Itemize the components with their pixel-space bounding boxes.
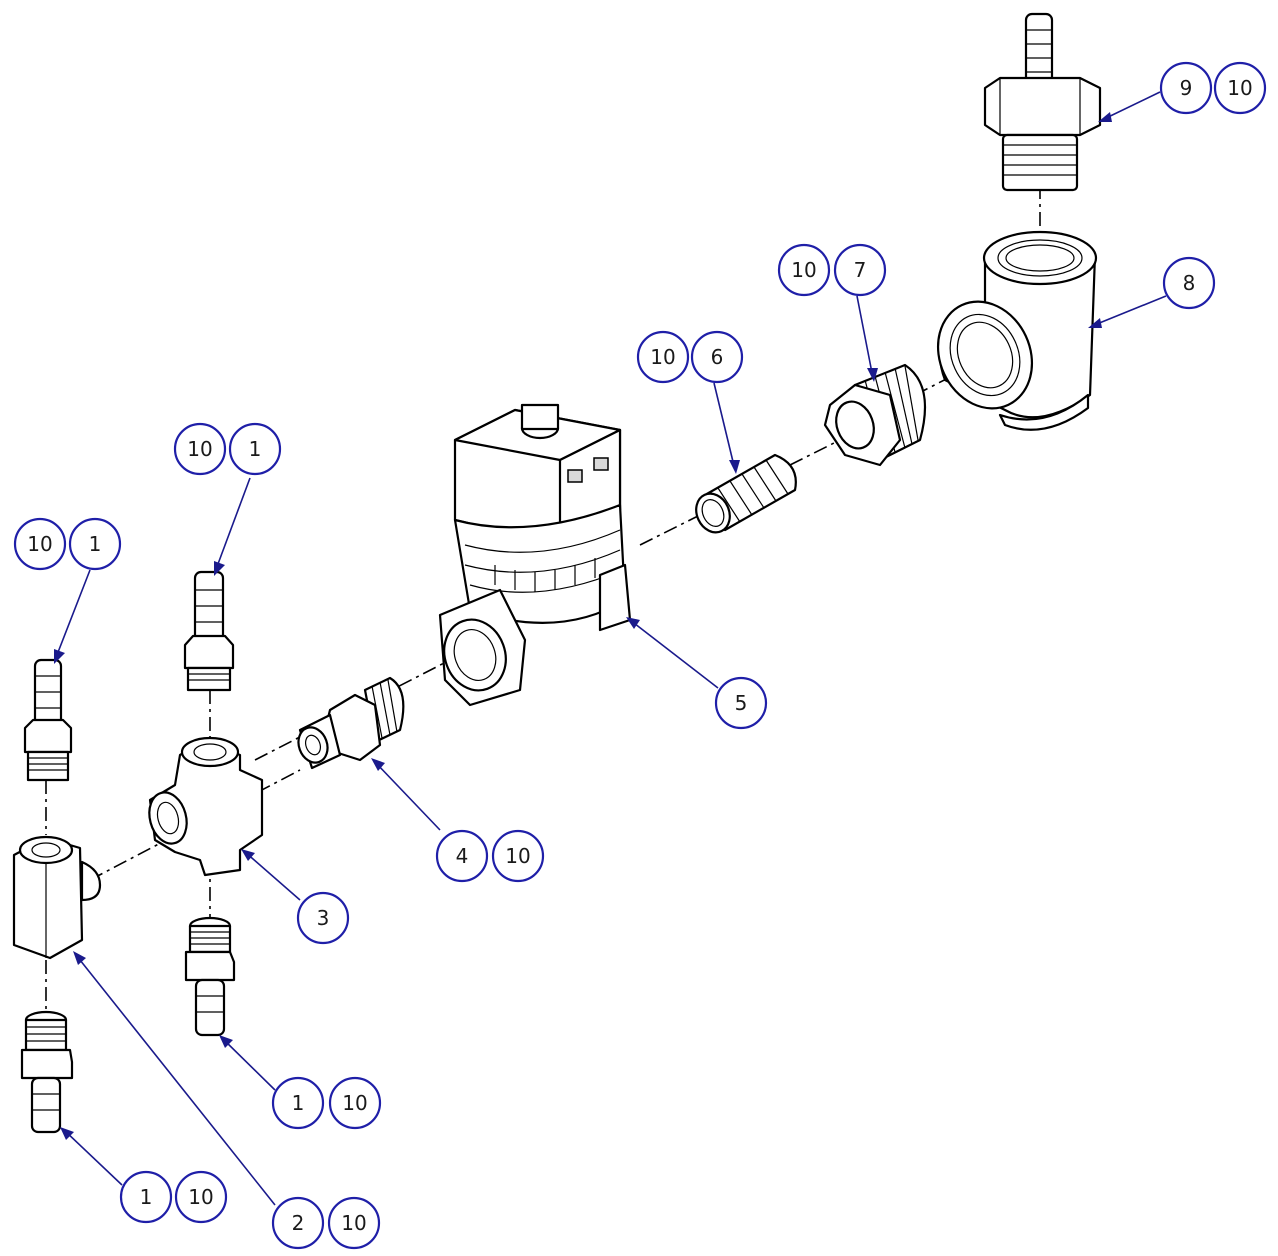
hose-barb-part-1-lower-middle	[184, 916, 236, 1037]
callout-8: 8	[1162, 256, 1216, 310]
callout-3: 3	[296, 891, 350, 945]
callout-number: 2	[292, 1211, 305, 1235]
callout-number: 8	[1183, 271, 1196, 295]
callout-1-10-lower-left: 1 10	[119, 1170, 228, 1224]
callout-10-1-upper-left: 10 1	[13, 517, 122, 571]
hose-barb-part-1-upper-middle	[183, 570, 235, 692]
callout-number: 10	[341, 1211, 366, 1235]
callout-number: 10	[342, 1091, 367, 1115]
callout-9-10: 9 10	[1159, 61, 1267, 115]
hose-barb-part-1-lower-left	[20, 1010, 74, 1134]
hose-barb-part-9	[983, 12, 1102, 192]
tee-fitting-part-8	[936, 230, 1098, 431]
callout-number: 1	[140, 1185, 153, 1209]
callout-1-10-lower-middle: 1 10	[271, 1076, 382, 1130]
callout-10-1-upper-middle: 10 1	[173, 422, 282, 476]
cross-fitting-part-3	[148, 736, 264, 877]
callout-number: 10	[505, 844, 530, 868]
callout-number: 1	[249, 437, 262, 461]
callout-number: 10	[27, 532, 52, 556]
hex-coupling-part-2	[12, 835, 102, 960]
callout-number: 3	[317, 906, 330, 930]
callout-number: 10	[1227, 76, 1252, 100]
callout-10-6: 10 6	[636, 330, 744, 384]
callout-5: 5	[714, 676, 768, 730]
hose-barb-part-1-upper-left	[23, 658, 73, 782]
pipe-nipple-part-6	[695, 453, 797, 534]
reducer-bushing-part-7	[823, 363, 927, 467]
callout-number: 10	[650, 345, 675, 369]
callout-number: 9	[1180, 76, 1193, 100]
callout-number: 10	[791, 258, 816, 282]
leader-lines	[54, 91, 1167, 1206]
callout-number: 5	[735, 691, 748, 715]
callout-2-10: 2 10	[271, 1196, 381, 1250]
hex-nipple-part-4	[297, 676, 405, 770]
callout-number: 6	[711, 345, 724, 369]
callout-10-7: 10 7	[777, 243, 887, 297]
callout-number: 1	[89, 532, 102, 556]
callout-number: 1	[292, 1091, 305, 1115]
callout-number: 10	[187, 437, 212, 461]
callout-number: 4	[456, 844, 469, 868]
callout-number: 10	[188, 1185, 213, 1209]
callout-4-10: 4 10	[435, 829, 545, 883]
solenoid-valve-part-5	[438, 403, 632, 707]
callout-number: 7	[854, 258, 867, 282]
